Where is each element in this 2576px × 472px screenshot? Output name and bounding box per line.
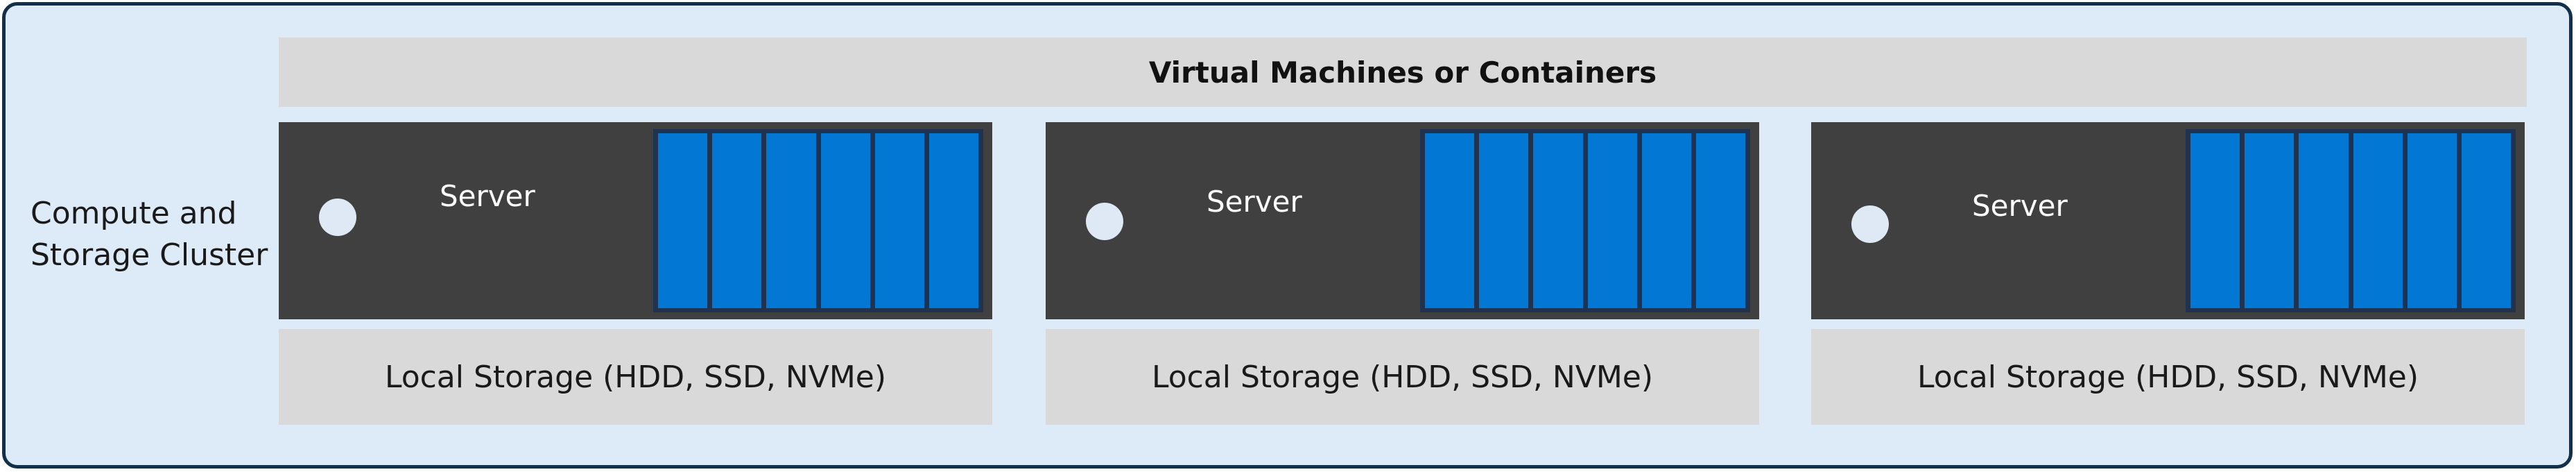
drive-bay <box>1420 129 1750 312</box>
local-storage-3: Local Storage (HDD, SSD, NVMe) <box>1811 329 2525 425</box>
drive-slot <box>874 133 924 308</box>
drive-bay <box>2186 129 2516 312</box>
drive-slot <box>2245 133 2294 308</box>
vm-containers-label: Virtual Machines or Containers <box>1148 55 1657 90</box>
cluster-label: Compute and Storage Cluster <box>31 193 280 276</box>
drive-bay <box>653 129 983 312</box>
power-indicator-icon <box>319 199 356 236</box>
drive-slot <box>1533 133 1583 308</box>
vm-containers-bar: Virtual Machines or Containers <box>279 37 2527 107</box>
cluster-label-line1: Compute and <box>31 196 237 231</box>
drive-slot <box>2190 133 2240 308</box>
local-storage-label: Local Storage (HDD, SSD, NVMe) <box>1917 359 2419 395</box>
power-indicator-icon <box>1851 205 1889 243</box>
drive-slot <box>2353 133 2403 308</box>
local-storage-label: Local Storage (HDD, SSD, NVMe) <box>384 359 887 395</box>
drive-slot <box>820 133 870 308</box>
drive-slot <box>2461 133 2512 308</box>
server-1: Server <box>279 122 992 319</box>
drive-slot <box>658 133 708 308</box>
server-3: Server <box>1811 122 2525 319</box>
drive-slot <box>712 133 762 308</box>
drive-slot <box>1587 133 1637 308</box>
drive-slot <box>928 133 979 308</box>
server-label: Server <box>1207 185 1302 219</box>
drive-slot <box>766 133 816 308</box>
drive-slot <box>1641 133 1691 308</box>
server-label: Server <box>1972 189 2068 223</box>
drive-slot <box>1479 133 1529 308</box>
local-storage-1: Local Storage (HDD, SSD, NVMe) <box>279 329 992 425</box>
drive-slot <box>2299 133 2349 308</box>
server-label: Server <box>440 179 535 213</box>
local-storage-2: Local Storage (HDD, SSD, NVMe) <box>1046 329 1759 425</box>
local-storage-label: Local Storage (HDD, SSD, NVMe) <box>1151 359 1654 395</box>
server-2: Server <box>1046 122 1759 319</box>
power-indicator-icon <box>1086 203 1123 240</box>
drive-slot <box>1425 133 1475 308</box>
drive-slot <box>2407 133 2457 308</box>
drive-slot <box>1695 133 1746 308</box>
cluster-label-line2: Storage Cluster <box>31 237 268 273</box>
